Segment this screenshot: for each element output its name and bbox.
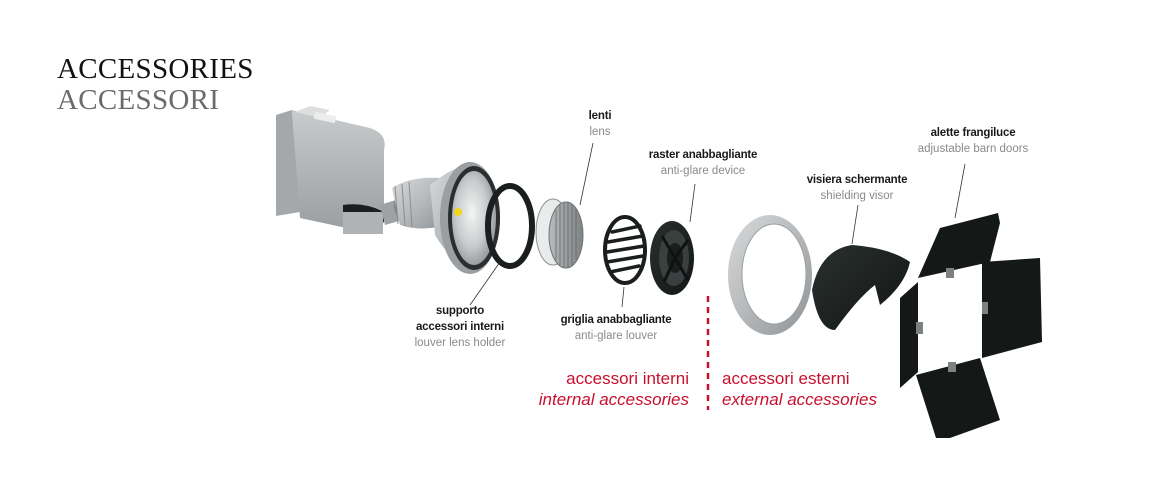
- label-barn-doors: alette frangiluce adjustable barn doors: [917, 127, 1029, 155]
- label-lens: lenti lens: [588, 110, 612, 138]
- internal-accessories-label: accessori interni internal accessories: [538, 369, 689, 409]
- lens-part: [535, 198, 584, 269]
- spotlight-head: [430, 162, 500, 274]
- label-shielding-visor: visiera schermante shielding visor: [806, 174, 908, 202]
- visor-part: [812, 245, 910, 330]
- page-title: ACCESSORIES: [57, 53, 254, 85]
- track-adapter: [276, 106, 385, 234]
- label-lens-holder: supporto accessori interni louver lens h…: [414, 305, 506, 349]
- louver-part: [603, 215, 647, 285]
- lens-holder-ring: [485, 183, 535, 269]
- barn-doors-part: [900, 213, 1042, 438]
- label-anti-glare-louver: griglia anabbagliante anti-glare louver: [560, 314, 672, 342]
- label-anti-glare-device: raster anabbagliante anti-glare device: [648, 149, 758, 177]
- raster-part: [650, 221, 694, 295]
- leader-lines: [469, 142, 966, 308]
- external-accessories-label: accessori esterni external accessories: [722, 369, 877, 409]
- external-ring: [728, 215, 812, 335]
- page-subtitle: ACCESSORI: [57, 84, 220, 116]
